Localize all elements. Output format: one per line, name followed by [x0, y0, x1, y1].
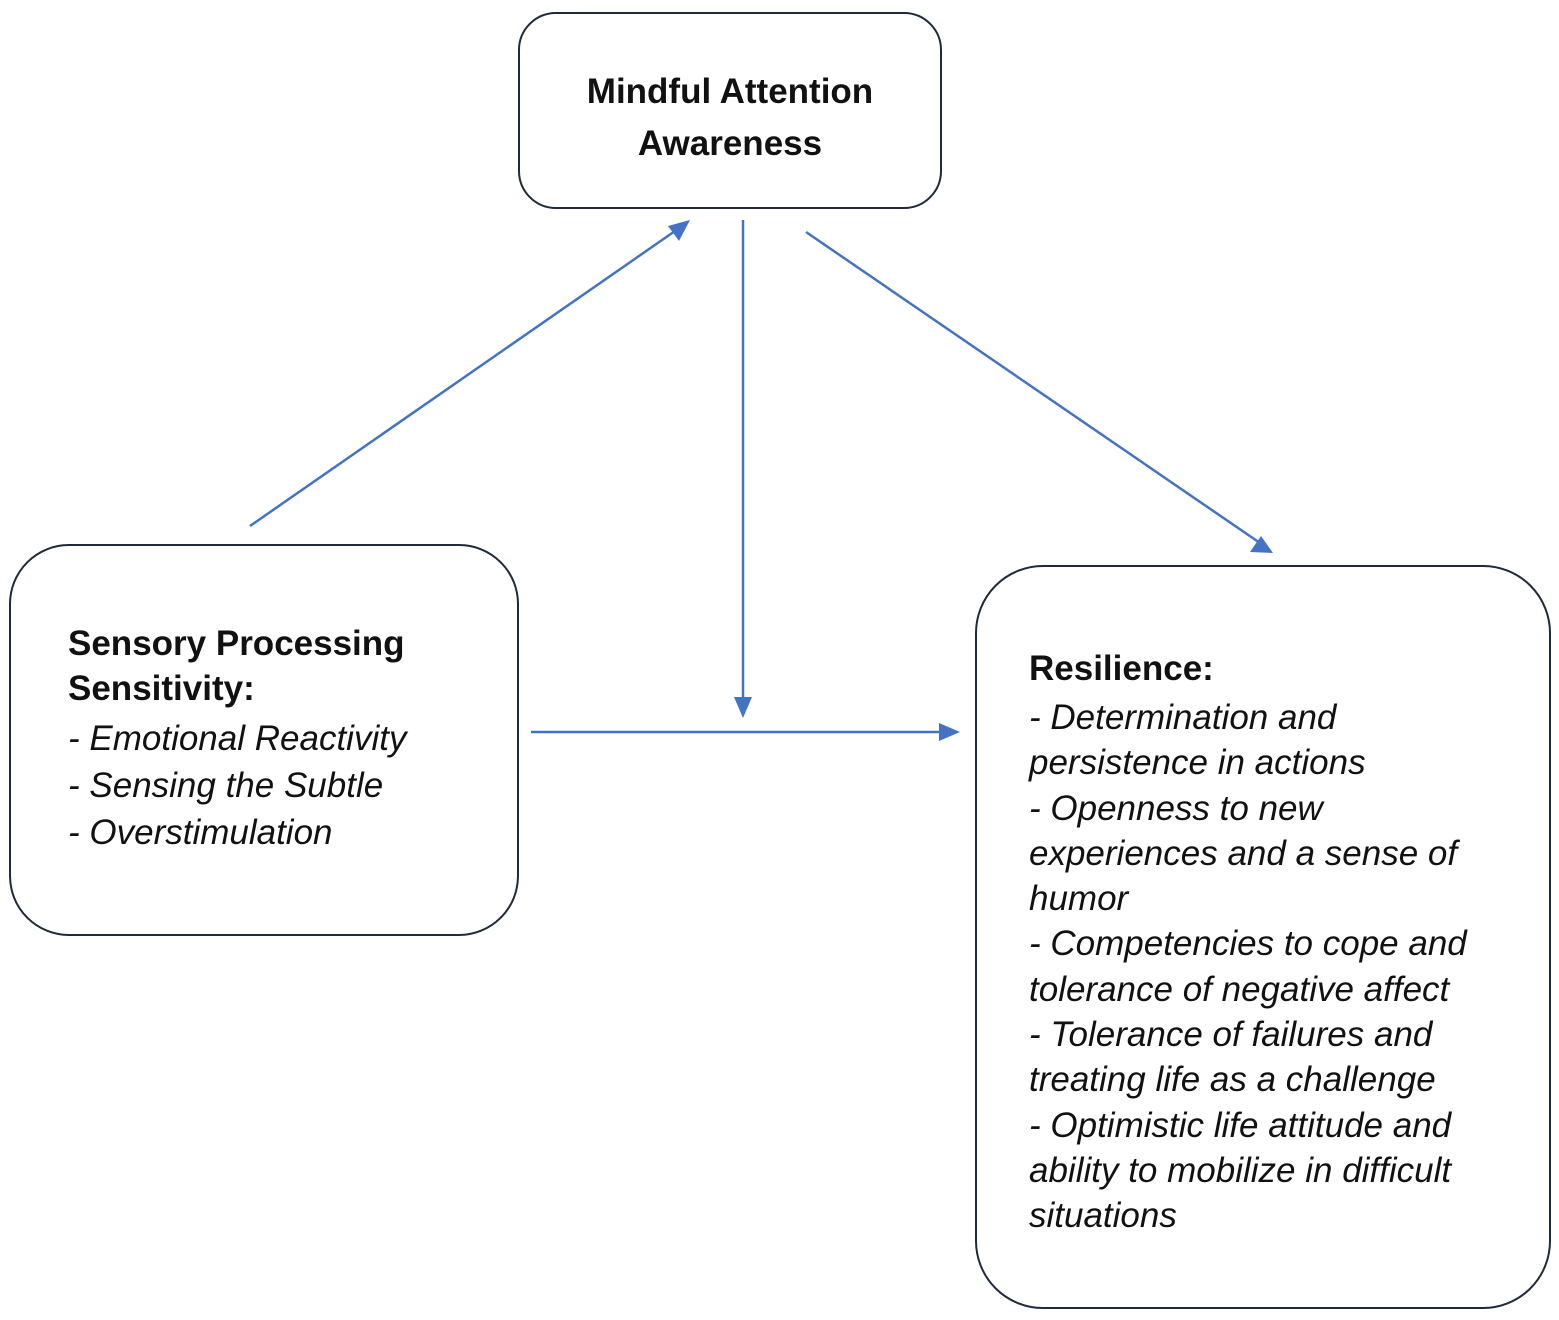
- outcome-list: - Determination and persistence in actio…: [1029, 695, 1539, 1239]
- arrowhead-predictor-to-mediator: [668, 220, 690, 241]
- outcome-item-line: - Determination and: [1029, 698, 1337, 737]
- outcome-title: Resilience:: [1029, 649, 1214, 688]
- outcome-box: Resilience: - Determination and persiste…: [975, 565, 1551, 1309]
- outcome-content: Resilience: - Determination and persiste…: [1029, 645, 1539, 1239]
- arrowhead-mediator-to-path: [734, 697, 752, 718]
- arrowhead-predictor-to-outcome: [939, 723, 960, 741]
- predictor-list: - Emotional Reactivity - Sensing the Sub…: [68, 715, 508, 856]
- predictor-item: - Emotional Reactivity: [68, 719, 407, 758]
- outcome-item-line: situations: [1029, 1196, 1177, 1236]
- mediator-title-line: Mindful Attention: [586, 72, 874, 111]
- mediator-title-line: Awareness: [637, 124, 823, 163]
- outcome-item: - Optimistic life attitude and ability t…: [1029, 1103, 1539, 1239]
- outcome-item-line: tolerance of negative affect: [1029, 969, 1450, 1009]
- predictor-content: Sensory Processing Sensitivity: - Emotio…: [68, 621, 508, 856]
- outcome-item-line: - Competencies to cope and: [1029, 924, 1467, 964]
- predictor-item: - Sensing the Subtle: [68, 766, 384, 805]
- predictor-title-line: Sensory Processing: [68, 624, 405, 663]
- arrow-predictor-to-mediator: [249, 220, 689, 528]
- outcome-item-line: - Openness to new: [1029, 788, 1323, 828]
- outcome-item: - Tolerance of failures and treating lif…: [1029, 1012, 1539, 1103]
- predictor-box: Sensory Processing Sensitivity: - Emotio…: [9, 544, 519, 936]
- predictor-title-line: Sensitivity:: [68, 669, 255, 708]
- mediator-box: Mindful Attention Awareness: [518, 12, 942, 209]
- outcome-item-line: - Tolerance of failures and: [1029, 1015, 1433, 1055]
- outcome-item: - Openness to new experiences and a sens…: [1029, 786, 1539, 922]
- outcome-item-line: ability to mobilize in difficult: [1029, 1150, 1452, 1190]
- outcome-item: - Competencies to cope and tolerance of …: [1029, 921, 1539, 1012]
- mediator-title: Mindful Attention Awareness: [520, 66, 940, 170]
- outcome-item-line: treating life as a challenge: [1029, 1060, 1436, 1100]
- outcome-item-line: humor: [1029, 879, 1129, 919]
- outcome-item-line: persistence in actions: [1029, 743, 1366, 783]
- outcome-item-line: experiences and a sense of: [1029, 833, 1458, 873]
- outcome-item: - Determination and persistence in actio…: [1029, 695, 1539, 786]
- predictor-item: - Overstimulation: [68, 813, 333, 852]
- predictor-title: Sensory Processing Sensitivity:: [68, 621, 508, 711]
- outcome-item-line: - Optimistic life attitude and: [1029, 1105, 1452, 1145]
- arrowhead-mediator-to-outcome: [1250, 536, 1273, 553]
- arrow-mediator-to-outcome: [805, 230, 1261, 545]
